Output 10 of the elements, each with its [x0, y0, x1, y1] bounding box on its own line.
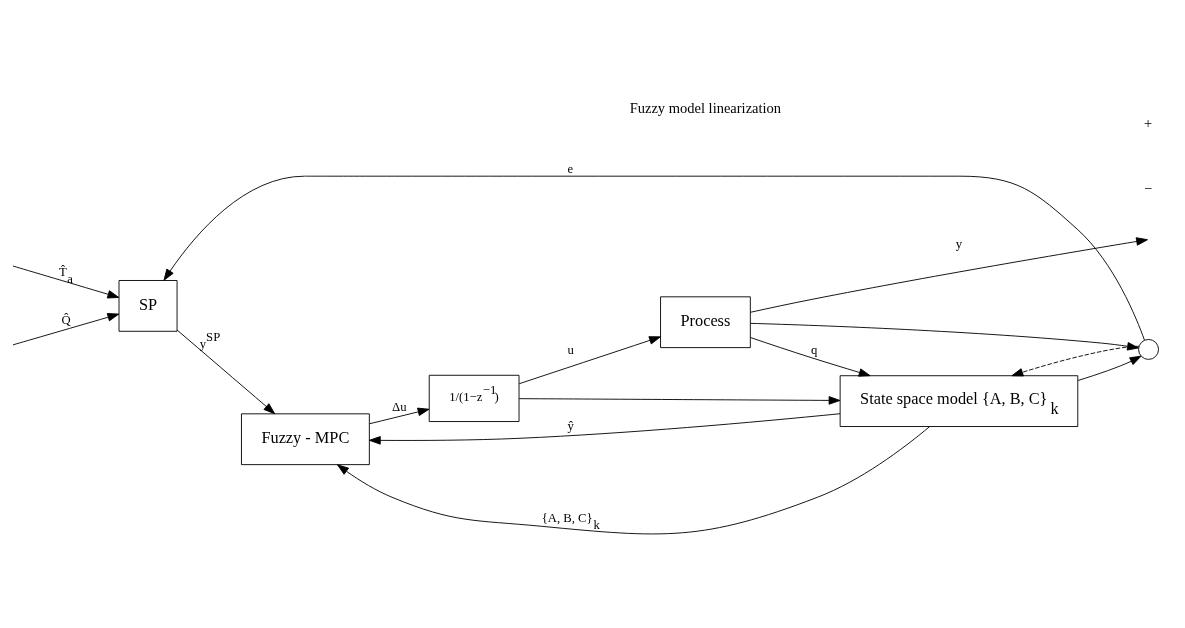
label: Fuzzy model linearization	[629, 100, 782, 117]
edge-label: y	[955, 237, 963, 252]
edge-label: ŷ	[567, 419, 574, 434]
label: +	[1144, 114, 1153, 131]
edge-label: u	[567, 343, 574, 358]
edge-label: Δu	[392, 400, 407, 415]
edge-label: Q̂	[61, 313, 71, 328]
edge-label: q	[811, 343, 818, 358]
edge-label: e	[567, 161, 574, 176]
label: −	[1144, 180, 1153, 197]
